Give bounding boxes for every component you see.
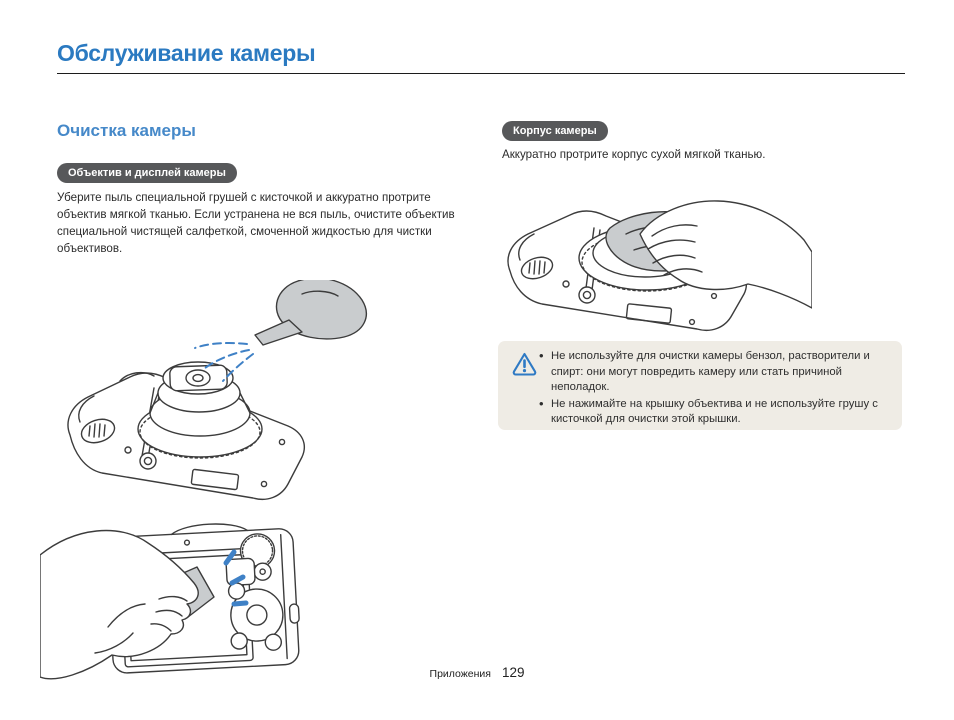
cloth-wiping-display-illustration (40, 523, 300, 680)
body-cleaning-paragraph: Аккуратно протрите корпус сухой мягкой т… (502, 148, 766, 161)
title-divider (57, 73, 905, 74)
page-footer: Приложения 129 (0, 665, 954, 680)
badge-camera-body: Корпус камеры (502, 121, 608, 141)
page-title: Обслуживание камеры (57, 40, 316, 66)
warning-callout: Не используйте для очистки камеры бензол… (498, 341, 902, 430)
lens-cleaning-paragraph: Уберите пыль специальной грушей с кисточ… (57, 191, 455, 255)
cloth-wiping-body-illustration (507, 200, 812, 332)
footer-page-number: 129 (501, 665, 525, 680)
section-heading-cleaning: Очистка камеры (57, 121, 196, 140)
warning-item: Не нажимайте на крышку объектива и не ис… (538, 396, 886, 428)
warning-list: Не используйте для очистки камеры бензол… (538, 348, 886, 429)
warning-triangle-icon (512, 352, 537, 376)
blower-cleaning-lens-illustration (67, 280, 367, 501)
footer-section-label: Приложения (429, 668, 491, 680)
badge-lens-display: Объектив и дисплей камеры (57, 163, 237, 183)
warning-item: Не используйте для очистки камеры бензол… (538, 348, 886, 396)
